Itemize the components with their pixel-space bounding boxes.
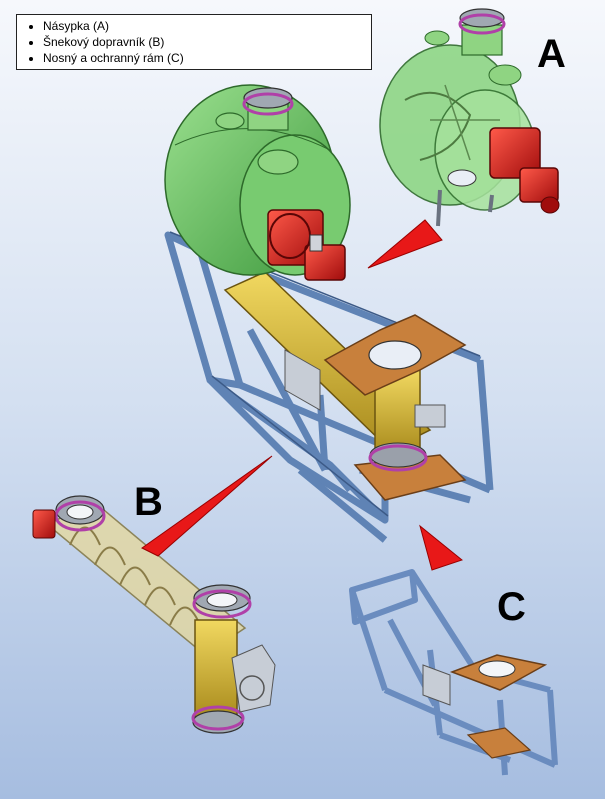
label-b: B bbox=[134, 480, 163, 524]
legend-item-screw-conveyor: Šnekový dopravník (B) bbox=[43, 34, 365, 50]
label-a: A bbox=[537, 32, 566, 76]
hopper-detail bbox=[379, 8, 560, 227]
main-motor bbox=[267, 209, 346, 281]
legend-item-frame: Nosný a ochranný rám (C) bbox=[43, 50, 365, 66]
arrow-c bbox=[419, 524, 464, 571]
label-c: C bbox=[497, 585, 526, 629]
legend-list: Násypka (A) Šnekový dopravník (B) Nosný … bbox=[23, 18, 365, 66]
legend-item-hopper: Násypka (A) bbox=[43, 18, 365, 34]
main-assembly bbox=[164, 84, 494, 543]
legend-box: Násypka (A) Šnekový dopravník (B) Nosný … bbox=[16, 14, 372, 70]
frame-detail-bottom-plate bbox=[466, 727, 532, 759]
screw-conveyor-detail bbox=[32, 495, 276, 734]
arrow-a bbox=[367, 219, 443, 269]
arrow-b bbox=[141, 455, 273, 557]
